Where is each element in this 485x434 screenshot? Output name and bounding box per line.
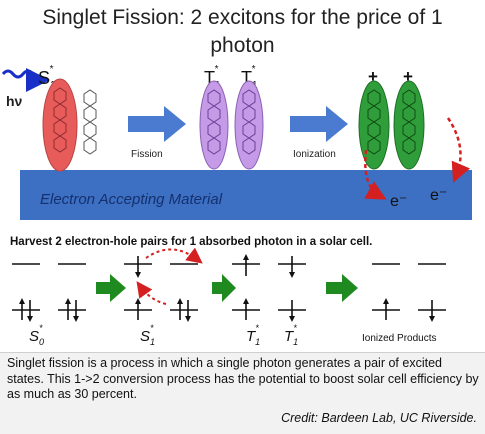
- energy-transfer-arrow-bottom: [136, 281, 167, 305]
- credit-text: Credit: Bardeen Lab, UC Riverside.: [281, 411, 477, 425]
- hv-label: hν: [6, 93, 23, 109]
- electron-accepting-material: [20, 170, 472, 220]
- fission-label: Fission: [131, 149, 163, 160]
- ionization-arrow: [290, 106, 348, 142]
- t1-label-a: T1*: [246, 323, 260, 347]
- title-line2: photon: [210, 34, 275, 57]
- electron-transfer-arrow-left: [364, 149, 387, 200]
- plus-right: +: [403, 67, 413, 86]
- s1-label: S1*: [140, 323, 155, 347]
- photon-wave-icon: [1, 67, 50, 92]
- purple-molecule-left: [199, 80, 229, 170]
- fission-arrow: [128, 106, 186, 142]
- ionization-label: Ionization: [293, 149, 336, 160]
- ground-molecule: [83, 89, 97, 155]
- electron-left: e⁻: [390, 193, 407, 210]
- caption-box: [0, 352, 485, 434]
- caption-text: Singlet fission is a process in which a …: [7, 356, 479, 401]
- green-molecule-right: [393, 80, 425, 170]
- fission-diagram: Electron Accepting Material hν S1* Fissi…: [1, 64, 472, 347]
- ionized-products-label: Ionized Products: [362, 333, 437, 344]
- material-label: Electron Accepting Material: [40, 191, 223, 208]
- s0-label: S0*: [29, 323, 44, 347]
- energy-transfer-arrow-top: [145, 247, 203, 264]
- harvest-text: Harvest 2 electron-hole pairs for 1 abso…: [10, 236, 372, 248]
- spin-arrowheads: [19, 254, 435, 322]
- green-arrow-2: [212, 274, 236, 302]
- electron-right: e⁻: [430, 187, 447, 204]
- purple-molecule-right: [234, 80, 264, 170]
- green-molecule-left: [358, 80, 390, 170]
- red-molecule: [42, 78, 78, 172]
- green-arrow-1: [96, 274, 126, 302]
- green-arrow-3: [326, 274, 358, 302]
- electron-transfer-arrow-right: [446, 117, 471, 183]
- plus-left: +: [368, 67, 378, 86]
- t1-label-b: T1*: [284, 323, 298, 347]
- title-line1: Singlet Fission: 2 excitons for the pric…: [42, 6, 443, 29]
